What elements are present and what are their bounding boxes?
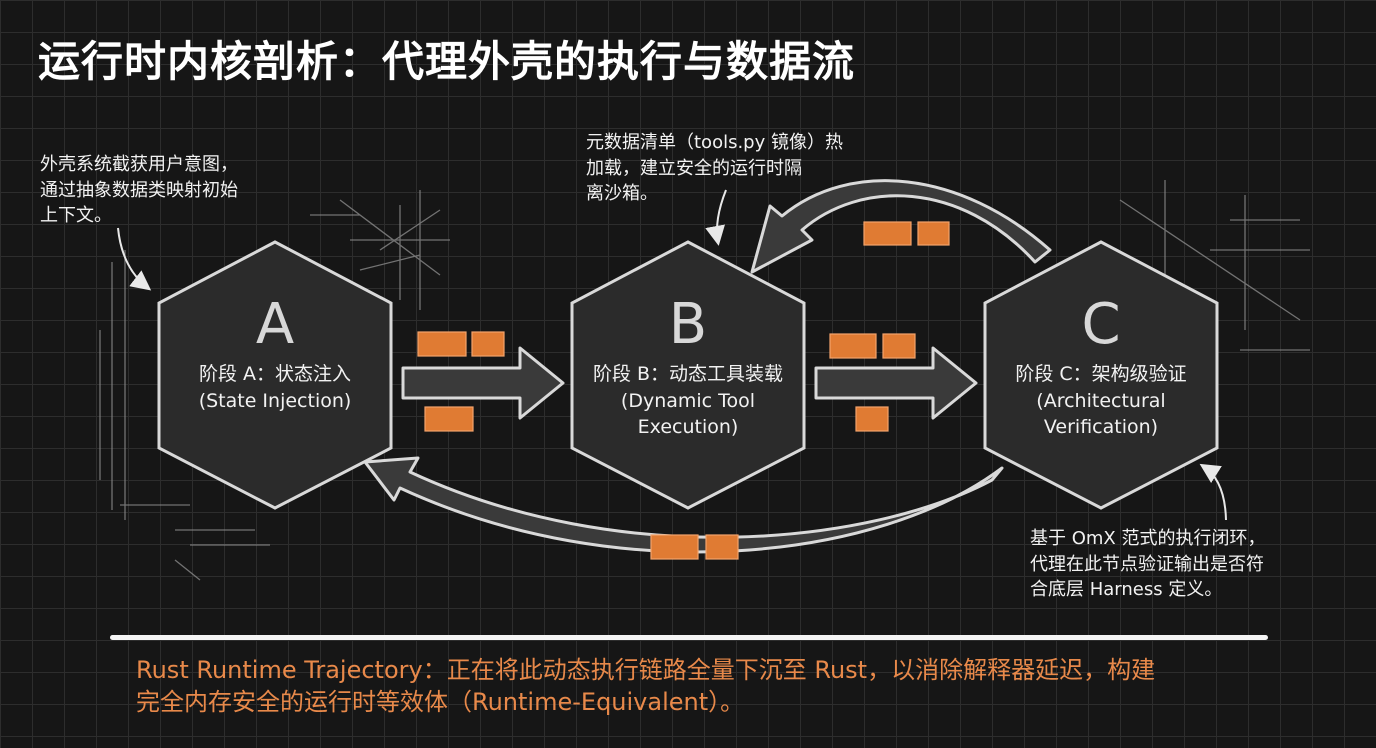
data-packet <box>471 331 505 357</box>
pointer-arrow-b <box>705 189 727 246</box>
stage-a-subtitle: (State Injection) <box>199 390 352 412</box>
annotation-state-injection: 外壳系统截获用户意图， 通过抽象数据类映射初始 上下文。 <box>40 154 238 227</box>
data-packet <box>863 221 912 246</box>
hexagon-stage-a <box>157 240 393 510</box>
stage-b-subtitle-2: Execution) <box>638 416 739 438</box>
hexagon-stage-b <box>570 240 806 510</box>
data-packet <box>855 406 889 432</box>
divider-line <box>110 635 1268 640</box>
stage-c-title: 阶段 C：架构级验证 <box>1015 363 1186 385</box>
pointer-arrow-c <box>1199 463 1227 521</box>
stage-c-letter: C <box>1081 292 1120 357</box>
data-packets <box>417 221 950 560</box>
data-packet <box>650 534 699 560</box>
data-packet <box>417 331 467 357</box>
footer-line-2: 完全内存安全的运行时等效体（Runtime-Equivalent）。 <box>136 688 745 717</box>
annotation-pointers <box>117 189 1227 521</box>
stage-b-subtitle-1: (Dynamic Tool <box>621 390 755 412</box>
arrow-c-to-a-return <box>363 456 1004 554</box>
data-packet <box>917 221 950 246</box>
stage-a-title: 阶段 A：状态注入 <box>199 363 351 385</box>
hexagon-stage-c <box>983 240 1219 510</box>
stage-a-letter: A <box>256 292 294 357</box>
annotation-tool-loading: 元数据清单（tools.py 镜像）热 加载，建立安全的运行时隔 离沙箱。 <box>586 132 843 205</box>
arrow-b-to-c <box>814 346 978 420</box>
data-packet <box>705 534 739 560</box>
footer-line-1: Rust Runtime Trajectory：正在将此动态执行链路全量下沉至 … <box>136 656 1156 684</box>
data-packet <box>882 333 916 359</box>
data-packet <box>829 333 877 359</box>
data-packet <box>424 406 474 432</box>
pointer-arrow-a <box>117 227 152 291</box>
arrow-c-to-b-return <box>750 179 1052 274</box>
footer-note: Rust Runtime Trajectory：正在将此动态执行链路全量下沉至 … <box>136 654 1336 719</box>
arrow-a-to-b <box>401 346 565 420</box>
stage-c-subtitle-1: (Architectural <box>1036 390 1165 412</box>
stage-c-subtitle-2: Verification) <box>1044 416 1158 438</box>
stage-b-letter: B <box>669 292 707 357</box>
sketch-guides <box>99 180 1310 581</box>
annotation-verification: 基于 OmX 范式的执行闭环， 代理在此节点验证输出是否符 合底层 Harnes… <box>1030 528 1266 601</box>
page-title: 运行时内核剖析：代理外壳的执行与数据流 <box>38 37 856 86</box>
stage-b-title: 阶段 B：动态工具装载 <box>593 363 783 385</box>
